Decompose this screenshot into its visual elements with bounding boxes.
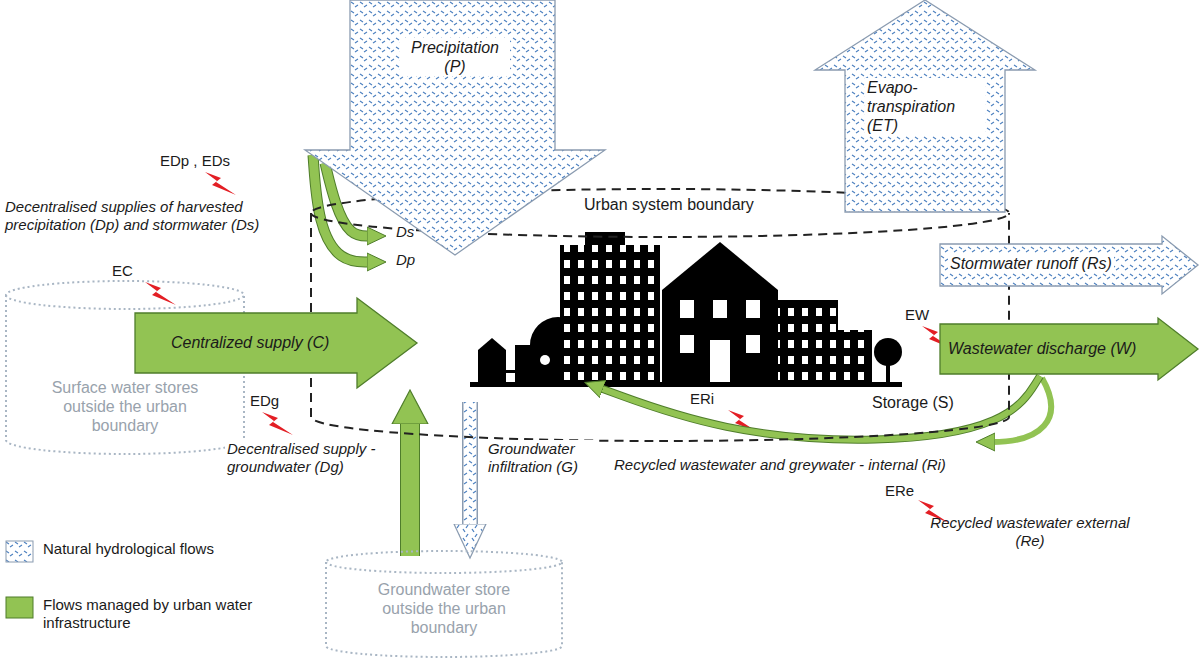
flow-outline — [400, 420, 420, 556]
internal-recycling-flow — [600, 376, 1040, 440]
node-outline — [940, 318, 1198, 380]
node-outline — [305, 0, 605, 255]
legend-swatch — [5, 596, 35, 620]
energy-label: ERi — [690, 390, 714, 408]
flow-label: Dp — [394, 251, 417, 269]
node-text: Urban system boundary — [582, 195, 756, 214]
energy-label: EDg — [250, 392, 279, 410]
node-text: Groundwater store outside the urban boun… — [364, 580, 524, 638]
flow-body — [464, 402, 477, 528]
flow-label: Recycled wastewater and greywater - inte… — [612, 456, 948, 474]
groundwater-supply-flow — [410, 420, 411, 556]
node-text: Surface water stores outside the urban b… — [45, 378, 205, 436]
node-text: Centralized supply (C) — [171, 333, 329, 352]
node-outline — [326, 551, 562, 657]
node-text: Wastewater discharge (W) — [948, 339, 1136, 358]
flow-body — [401, 420, 419, 556]
node-text: Storage (S) — [870, 393, 956, 412]
evapotranspiration-arrow: Evapo- transpiration (ET) — [815, 0, 1035, 212]
node-outline — [6, 281, 244, 454]
energy-bolts — [145, 172, 953, 523]
energy-label: EC — [112, 262, 133, 280]
flow-note: Decentralised supplies of harvested prec… — [5, 198, 305, 234]
node-text: Precipitation (P) — [400, 38, 510, 76]
stormwater-runoff-arrow: Stormwater runoff (Rs) — [940, 236, 1198, 294]
node-outline — [311, 189, 1009, 441]
flow-outline — [462, 402, 478, 528]
recycled-external-flow — [992, 378, 1051, 442]
node-outline — [815, 0, 1035, 212]
groundwater-store: Groundwater store outside the urban boun… — [325, 550, 563, 658]
flow-outline — [600, 376, 1040, 440]
flow-label: Decentralised supply - groundwater (Dg) — [225, 440, 395, 476]
energy-label: ERe — [885, 482, 914, 500]
flow-note: Recycled wastewater external (Re) — [930, 514, 1130, 550]
centralized-supply-arrow: Centralized supply (C) — [135, 298, 417, 388]
node-outline — [940, 236, 1198, 294]
legend-text: Flows managed by urban water infrastruct… — [43, 596, 258, 632]
groundwater-infiltration-flow — [470, 402, 471, 528]
node-text: Evapo- transpiration (ET) — [865, 78, 985, 136]
flow-body — [600, 376, 1040, 440]
energy-label: EW — [905, 306, 929, 324]
city-silhouette — [470, 232, 902, 387]
node-outline — [135, 298, 417, 388]
legend-swatch — [5, 540, 35, 564]
energy-label: EDp , EDs — [160, 152, 230, 170]
precipitation-arrow: Precipitation (P) — [305, 0, 605, 255]
legend-text: Natural hydrological flows — [43, 540, 258, 558]
wastewater-discharge-arrow: Wastewater discharge (W) — [940, 318, 1198, 380]
flow-label: Groundwater infiltration (G) — [486, 440, 598, 476]
node-text: Stormwater runoff (Rs) — [948, 254, 1114, 273]
